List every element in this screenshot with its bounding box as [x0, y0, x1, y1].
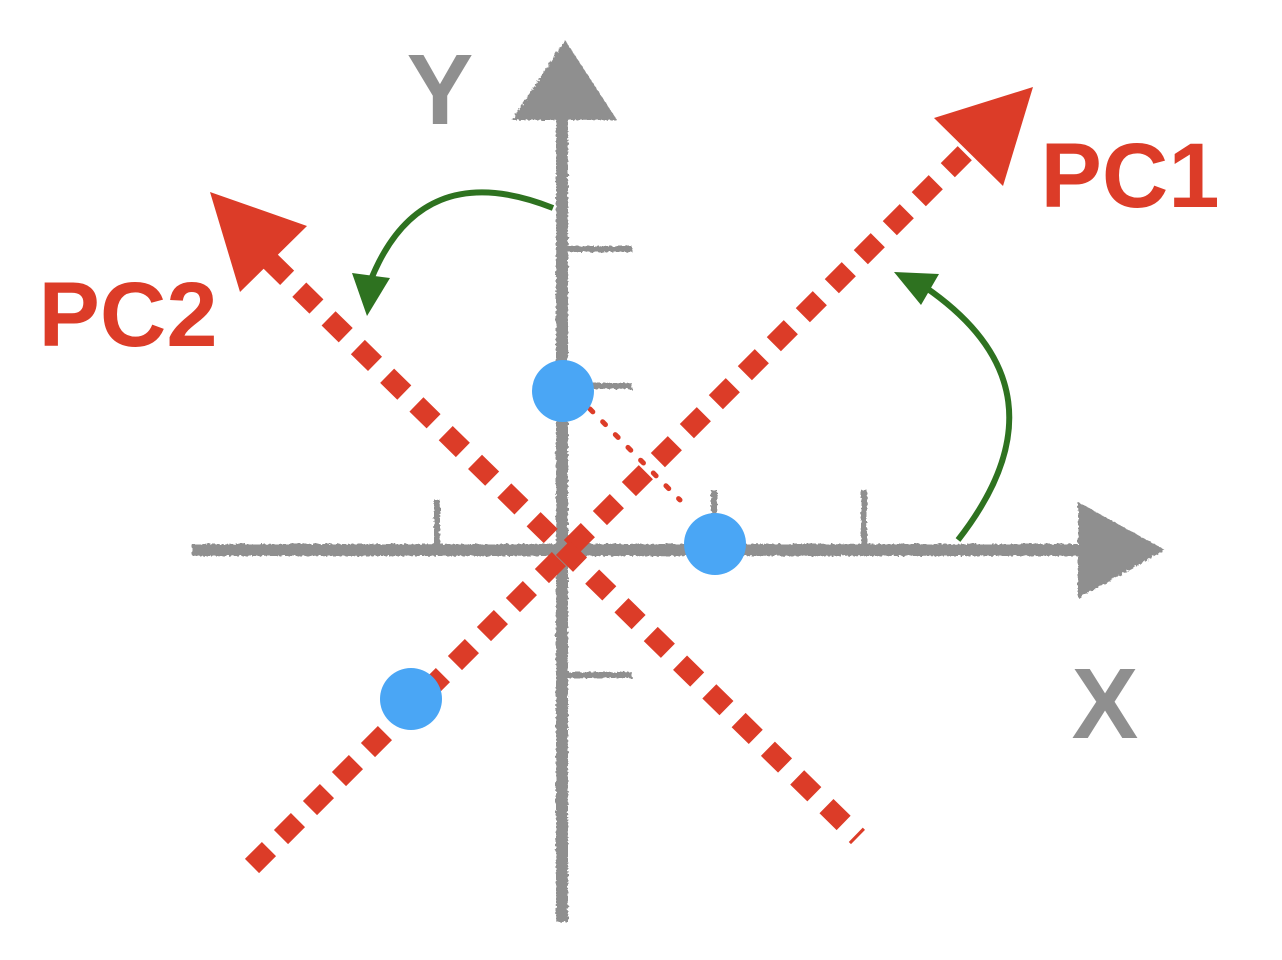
pc2-axis — [210, 192, 865, 845]
rotation-arrow-y-to-pc2 — [352, 189, 555, 316]
pc1-line — [244, 135, 983, 874]
data-point — [532, 360, 594, 422]
pc1-axis — [244, 87, 1033, 874]
projection-line — [587, 406, 683, 503]
data-point — [684, 513, 746, 575]
x-axis-label: X — [1072, 648, 1139, 760]
y-axis-label: Y — [407, 34, 474, 146]
pc1-arrowhead — [934, 87, 1033, 186]
x-axis-arrowhead — [1078, 502, 1165, 598]
pc2-label: PC2 — [39, 264, 218, 366]
rotation-arrowhead — [352, 273, 390, 316]
x-axis — [192, 490, 1165, 598]
rotation-arrow-x-to-pc1 — [894, 272, 1013, 542]
rotation-arc — [923, 284, 1013, 542]
rotation-arrowhead — [894, 272, 939, 305]
rotation-arc — [367, 189, 555, 284]
data-points — [380, 360, 746, 730]
pc2-line — [263, 253, 865, 845]
y-axis — [512, 40, 632, 922]
y-axis-arrowhead — [512, 40, 617, 120]
data-point — [380, 668, 442, 730]
pc1-label: PC1 — [1041, 125, 1220, 227]
pc2-arrowhead — [210, 192, 307, 292]
